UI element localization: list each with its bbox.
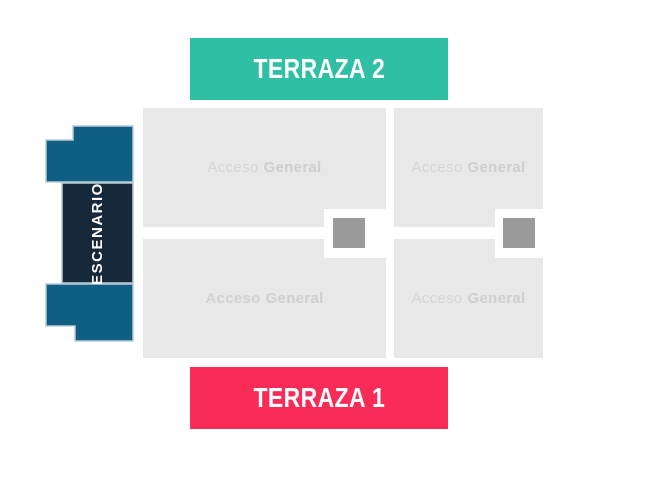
section-label-word1: Acceso — [205, 290, 261, 307]
section-label-word2: General — [467, 290, 526, 307]
section-label-word1: Acceso — [207, 159, 259, 176]
section-label-word1: Acceso — [411, 290, 463, 307]
platform-square-right — [503, 218, 535, 248]
stage: ESCENARIO — [40, 120, 140, 345]
section-label-word2: General — [467, 159, 526, 176]
stage-body — [61, 182, 134, 284]
section-label-word2: General — [263, 159, 322, 176]
terraza-2-label: TERRAZA 2 — [253, 53, 385, 84]
section-label-word1: Acceso — [411, 159, 463, 176]
stage-wing-top — [45, 125, 134, 183]
section-terraza-1[interactable]: TERRAZA 1 — [190, 367, 448, 429]
section-terraza-2[interactable]: TERRAZA 2 — [190, 38, 448, 100]
section-label-word2: General — [265, 290, 324, 307]
platform-square-left — [333, 218, 365, 248]
stage-wing-bottom — [45, 283, 134, 342]
stage-shape — [45, 125, 134, 342]
terraza-1-label: TERRAZA 1 — [253, 382, 385, 413]
